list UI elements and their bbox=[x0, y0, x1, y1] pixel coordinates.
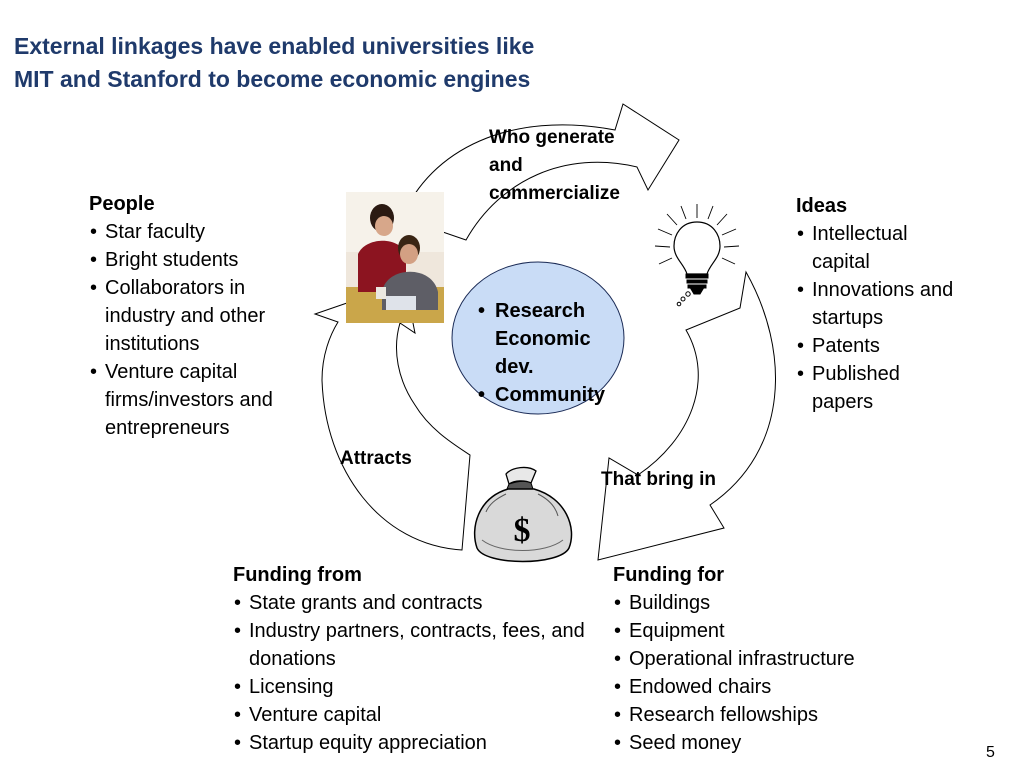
ideas-block: Ideas Intellectual capital Innovations a… bbox=[796, 192, 1006, 416]
ideas-item: Patents bbox=[796, 332, 1006, 360]
funding-for-heading: Funding for bbox=[613, 564, 725, 586]
funding-from-item: Venture capital bbox=[233, 701, 603, 729]
people-heading: People bbox=[89, 193, 155, 215]
people-item: Star faculty bbox=[89, 218, 329, 246]
center-text: Research Economic dev. Community bbox=[468, 297, 628, 409]
funding-from-block: Funding from State grants and contracts … bbox=[233, 561, 603, 757]
people-block: People Star faculty Bright students Coll… bbox=[89, 190, 329, 442]
arrow-label-attracts: Attracts bbox=[340, 448, 412, 469]
people-item: Collaborators in industry and other inst… bbox=[89, 274, 295, 358]
slide-title-line-1: External linkages have enabled universit… bbox=[14, 33, 535, 59]
dollar-sign: $ bbox=[514, 512, 531, 549]
funding-for-block: Funding for Buildings Equipment Operatio… bbox=[613, 561, 943, 757]
ideas-item: Published papers bbox=[796, 360, 932, 416]
funding-for-item: Endowed chairs bbox=[613, 673, 943, 701]
funding-from-item: Startup equity appreciation bbox=[233, 729, 603, 757]
arrow-label-who-generate: Who generate and commercialize bbox=[489, 124, 659, 208]
ideas-heading: Ideas bbox=[796, 195, 848, 217]
cycle-arrow-left bbox=[313, 282, 471, 551]
people-item: Venture capital firms/investors and entr… bbox=[89, 358, 315, 442]
funding-from-item: State grants and contracts bbox=[233, 589, 603, 617]
people-item: Bright students bbox=[89, 246, 329, 274]
slide-title-line-2: MIT and Stanford to become economic engi… bbox=[14, 66, 531, 92]
funding-from-list: State grants and contracts Industry part… bbox=[233, 589, 603, 757]
page-number: 5 bbox=[986, 744, 995, 761]
arrow-label-line: Who generate bbox=[489, 127, 615, 148]
ideas-list: Intellectual capital Innovations and sta… bbox=[796, 220, 1006, 416]
funding-for-item: Equipment bbox=[613, 617, 943, 645]
cycle-arrow-right bbox=[597, 270, 776, 561]
funding-from-heading: Funding from bbox=[233, 564, 362, 586]
funding-from-item: Licensing bbox=[233, 673, 603, 701]
slide-title: External linkages have enabled universit… bbox=[14, 30, 734, 96]
funding-for-list: Buildings Equipment Operational infrastr… bbox=[613, 589, 943, 757]
arrow-label-that-bring-in: That bring in bbox=[601, 469, 717, 490]
funding-for-item: Seed money bbox=[613, 729, 943, 757]
money-bag-icon: $ bbox=[473, 466, 573, 563]
center-item: Community bbox=[468, 381, 628, 409]
ideas-item: Innovations and startups bbox=[796, 276, 982, 332]
people-working-photo bbox=[346, 192, 444, 323]
funding-for-item: Operational infrastructure bbox=[613, 645, 943, 673]
funding-from-item: Industry partners, contracts, fees, and … bbox=[233, 617, 601, 673]
center-item: Research Economic dev. bbox=[468, 297, 613, 381]
arrow-label-line: and bbox=[489, 155, 523, 176]
funding-for-item: Buildings bbox=[613, 589, 943, 617]
people-list: Star faculty Bright students Collaborato… bbox=[89, 218, 329, 442]
arrow-label-line: commercialize bbox=[489, 183, 620, 204]
funding-for-item: Research fellowships bbox=[613, 701, 943, 729]
cycle-arrow-top bbox=[401, 103, 680, 241]
ideas-item: Intellectual capital bbox=[796, 220, 932, 276]
lightbulb-icon bbox=[654, 204, 740, 307]
center-list: Research Economic dev. Community bbox=[468, 297, 628, 409]
